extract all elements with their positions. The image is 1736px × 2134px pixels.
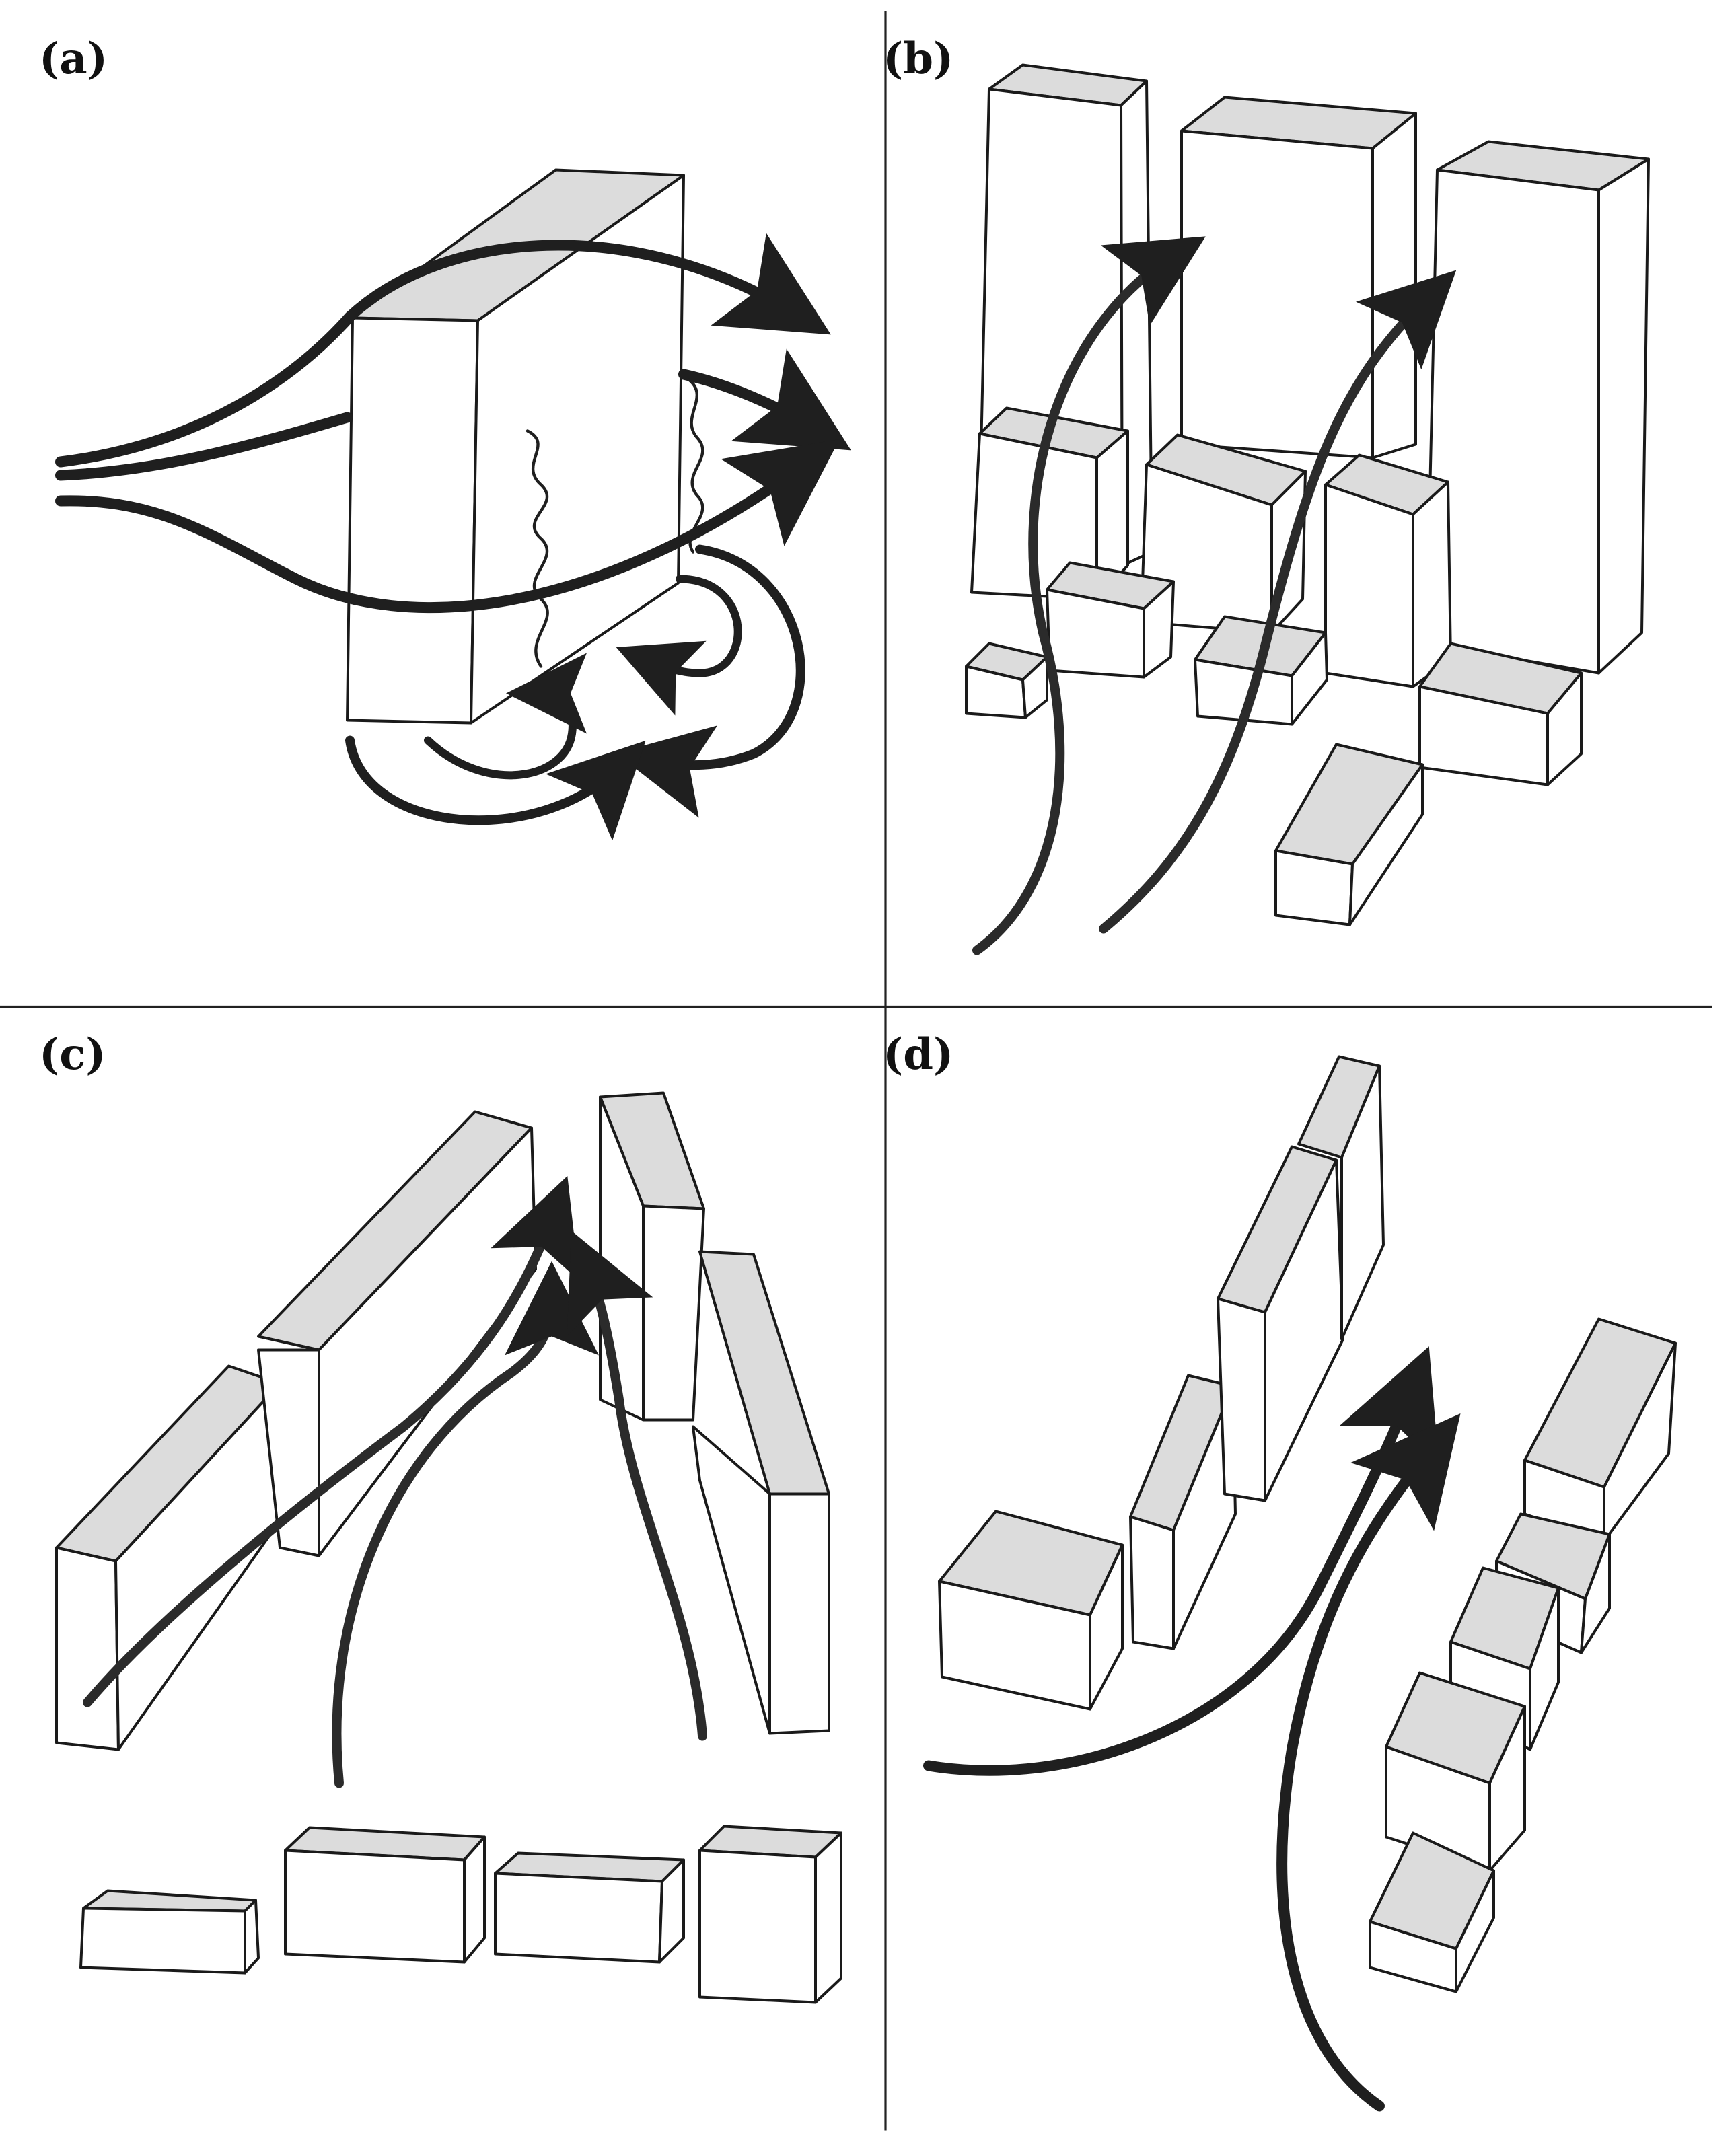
panel-a xyxy=(55,168,851,841)
airflow-d xyxy=(923,1346,1461,2112)
panel-label-d: (d) xyxy=(883,1029,954,1080)
panel-c xyxy=(55,1091,842,2004)
panel-label-a: (a) xyxy=(39,34,108,84)
panel-b xyxy=(965,63,1650,955)
panel-label-b: (b) xyxy=(883,34,954,84)
building-c-front-1 xyxy=(79,1889,260,1975)
panel-label-c: (c) xyxy=(39,1029,106,1080)
airflow-a xyxy=(55,233,851,841)
building-b-low-1 xyxy=(1046,561,1175,679)
building-b-tall-3 xyxy=(1425,140,1650,675)
building-d-upper-2 xyxy=(1217,1145,1344,1502)
panel-dividers xyxy=(0,11,1712,2131)
building-c-front-2 xyxy=(284,1826,486,1964)
airflow-b xyxy=(972,236,1457,955)
building-c-row-right-2 xyxy=(692,1250,830,1735)
building-b-low-5 xyxy=(1274,743,1424,926)
panel-d xyxy=(923,1055,1677,2112)
building-d-left-block xyxy=(938,1510,1124,1711)
building-d-right-5 xyxy=(1369,1831,1495,1993)
building-c-row-left-1 xyxy=(55,1364,281,1751)
building-d-upper-1 xyxy=(1129,1374,1237,1650)
building-b-tall-2 xyxy=(1180,96,1417,459)
building-d-right-4 xyxy=(1385,1671,1526,1872)
building-c-front-4 xyxy=(698,1825,842,2004)
building-d-right-1 xyxy=(1523,1317,1677,1543)
airflow-c xyxy=(83,1175,707,1788)
building-b-mid-3 xyxy=(1324,453,1452,688)
building-b-low-2 xyxy=(965,642,1048,719)
building-d-upper-3 xyxy=(1297,1055,1385,1341)
building-b-low-4 xyxy=(1418,642,1583,786)
building-c-front-3 xyxy=(494,1851,685,1964)
